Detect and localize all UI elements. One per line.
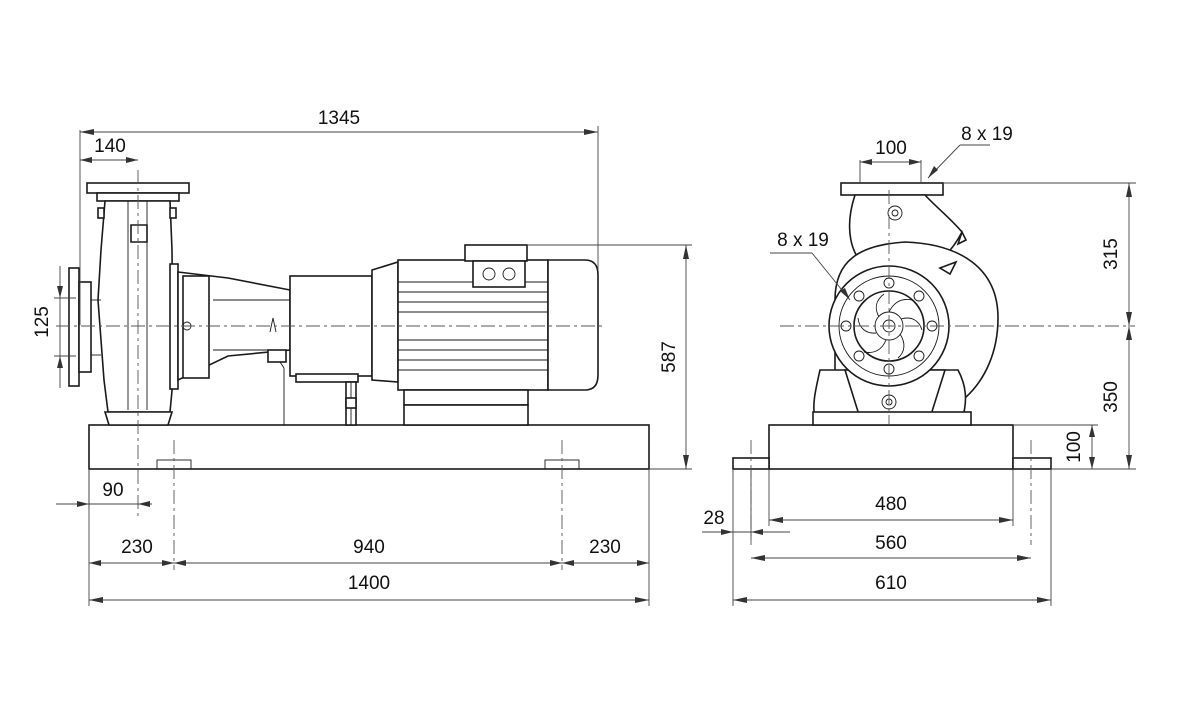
motor (371, 244, 599, 426)
side-base-frame (88, 424, 650, 470)
dim-base-width: 610 (733, 469, 1052, 606)
dim-base-length-label: 1400 (348, 573, 390, 594)
dim-base-height-label: 100 (1064, 431, 1085, 463)
dim-base-inner-width-label: 480 (875, 494, 907, 515)
dim-shaft-height: 587 (527, 244, 692, 470)
end-base-frame (732, 424, 1052, 470)
dim-suction-offset-label: 140 (94, 136, 126, 157)
bearing-bracket (177, 271, 291, 425)
dim-outlet-size: 100 (859, 138, 922, 183)
note-outlet-bolt-holes: 8 x 19 (927, 124, 1013, 179)
dim-base-hole-width: 560 (751, 533, 1031, 561)
note-inlet-bolt-holes: 8 x 19 (770, 230, 851, 301)
note-inlet-bolt-holes-label: 8 x 19 (777, 230, 829, 251)
dim-base-hole-width-label: 560 (875, 533, 907, 554)
dim-lower-height-label: 350 (1101, 381, 1122, 413)
motor-cooling-fins (398, 281, 548, 371)
end-view: 8 x 19 100 8 x 19 (702, 124, 1136, 606)
dim-base-inner-width: 480 (768, 469, 1014, 526)
impeller-vanes (857, 293, 923, 359)
dim-inlet-setback-label: 90 (102, 480, 123, 501)
dim-base-end-right-label: 230 (589, 537, 621, 558)
dim-vertical-heights: 315 350 100 (943, 182, 1136, 470)
dim-base-width-label: 610 (875, 573, 907, 594)
dim-outlet-size-label: 100 (875, 138, 907, 159)
note-outlet-bolt-holes-label: 8 x 19 (961, 124, 1013, 145)
dim-base-chain: 230 940 230 (88, 469, 650, 606)
dim-shaft-height-label: 587 (659, 341, 680, 373)
dim-base-edge-label: 28 (703, 508, 724, 529)
dim-base-hole-span-label: 940 (353, 537, 385, 558)
dim-suction-offset: 140 (80, 136, 138, 163)
dim-upper-height-label: 315 (1101, 238, 1122, 270)
coupling-housing (289, 275, 373, 426)
dim-base-length: 1400 (89, 573, 649, 603)
dim-overall-length: 1345 (79, 108, 599, 325)
dim-suction-flange-label: 125 (32, 306, 53, 338)
dim-inlet-setback: 90 (56, 469, 152, 508)
side-view: 1345 140 125 587 (32, 108, 692, 606)
dim-overall-length-label: 1345 (318, 108, 360, 129)
dim-base-edge: 28 (702, 469, 790, 606)
dim-base-end-left-label: 230 (121, 537, 153, 558)
pump-casing (68, 182, 190, 426)
dim-suction-flange: 125 (32, 266, 76, 388)
